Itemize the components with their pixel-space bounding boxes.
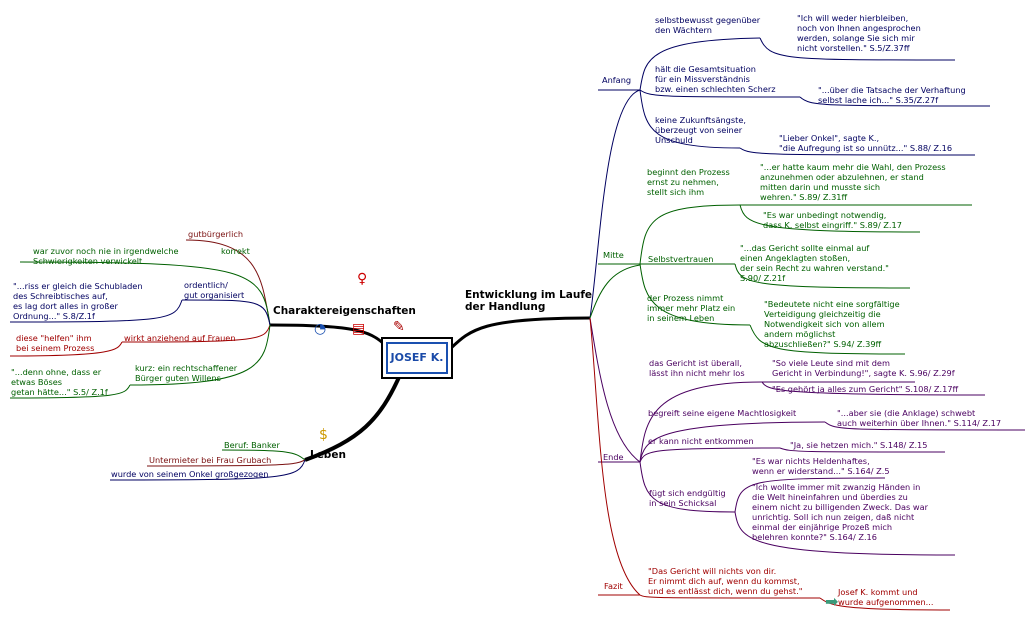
char-kurz: kurz: ein rechtschaffener Bürger guten W… <box>135 363 238 383</box>
document-icon: ▤ <box>352 321 366 337</box>
char-ordentlich: ordentlich/ gut organisiert <box>184 280 245 300</box>
mitte-quote-2: "...das Gericht sollte einmal auf einen … <box>740 243 889 283</box>
mitte-quote-3: "Bedeutete nicht eine sorgfältige Vertei… <box>764 299 900 349</box>
branch-entwicklung[interactable]: Entwicklung im Laufe der Handlung <box>465 289 593 313</box>
anfang-item-1: selbstbewusst gegenüber den Wächtern <box>655 15 761 35</box>
char-ordentlich-quote: "...riss er gleich die Schubladen des Sc… <box>13 281 143 321</box>
branch-leben[interactable]: Leben <box>310 449 346 461</box>
label-ende[interactable]: Ende <box>603 452 624 462</box>
ende-item-2: begreift seine eigene Machtlosigkeit <box>648 408 797 418</box>
label-anfang[interactable]: Anfang <box>602 75 632 85</box>
mitte-quote-1b: "Es war unbedingt notwendig, dass K. sel… <box>763 210 902 230</box>
fazit-note: Josef K. kommt und wurde aufgenommen... <box>838 587 934 607</box>
char-gutbuergerlich: gutbürgerlich <box>188 229 244 239</box>
ende-quote-2: "...aber sie (die Anklage) schwebt auch … <box>837 408 1002 428</box>
ende-quote-3: "Ja, sie hetzen mich." S.148/ Z.15 <box>790 440 928 450</box>
central-node[interactable]: JOSEF K. <box>381 337 453 379</box>
mitte-item-1: beginnt den Prozess ernst zu nehmen, ste… <box>647 167 730 197</box>
ende-quote-4b: "Ich wollte immer mit zwanzig Händen in … <box>752 482 928 542</box>
anfang-item-2: hält die Gesamtsituation für ein Missver… <box>655 64 776 94</box>
ende-item-1: das Gericht ist überall, lässt ihn nicht… <box>649 358 745 378</box>
leben-beruf: Beruf: Banker <box>224 440 280 450</box>
woman-icon: ♀ <box>357 271 368 287</box>
anfang-item-3: keine Zukunftsängste, überzeugt von sein… <box>655 115 746 145</box>
ende-quote-1: "So viele Leute sind mit dem Gericht in … <box>772 358 955 378</box>
money-icon: $ <box>319 427 328 443</box>
arrow-icon: ➡ <box>825 592 839 611</box>
ende-item-3: er kann nicht entkommen <box>648 436 754 446</box>
fazit-quote: "Das Gericht will nichts von dir. Er nim… <box>648 566 803 596</box>
label-mitte[interactable]: Mitte <box>603 250 624 260</box>
anfang-quote-3: "Lieber Onkel", sagte K., "die Aufregung… <box>779 133 953 153</box>
label-fazit[interactable]: Fazit <box>604 581 623 591</box>
char-wirkt-note: diese "helfen" ihm bei seinem Prozess <box>16 333 95 353</box>
ende-quote-4: "Es war nichts Heldenhaftes, wenn er wid… <box>752 456 890 476</box>
branch-charakter[interactable]: Charaktereigenschaften <box>273 305 416 317</box>
clock-icon: ◔ <box>314 321 327 337</box>
anfang-quote-1: "Ich will weder hierbleiben, noch von Ih… <box>797 13 921 53</box>
pencil-icon: ✎ <box>393 319 405 335</box>
char-korrekt-note: war zuvor noch nie in irgendwelche Schwi… <box>33 246 179 266</box>
mitte-item-3: der Prozess nimmt immer mehr Platz ein i… <box>647 293 736 323</box>
ende-quote-1b: "Es gehört ja alles zum Gericht" S.108/ … <box>772 384 959 394</box>
leben-onkel: wurde von seinem Onkel großgezogen <box>111 469 269 479</box>
mitte-item-2: Selbstvertrauen <box>648 254 714 264</box>
ende-item-4: fügt sich endgültig in sein Schicksal <box>649 488 726 508</box>
char-kurz-quote: "...denn ohne, dass er etwas Böses getan… <box>11 367 108 397</box>
mitte-quote-1: "...er hatte kaum mehr die Wahl, den Pro… <box>760 162 946 202</box>
leben-untermieter: Untermieter bei Frau Grubach <box>149 455 272 465</box>
anfang-quote-2: "...über die Tatsache der Verhaftung sel… <box>818 85 966 105</box>
char-korrekt: korrekt <box>221 246 250 256</box>
char-wirkt: wirkt anziehend auf Frauen <box>124 333 236 343</box>
